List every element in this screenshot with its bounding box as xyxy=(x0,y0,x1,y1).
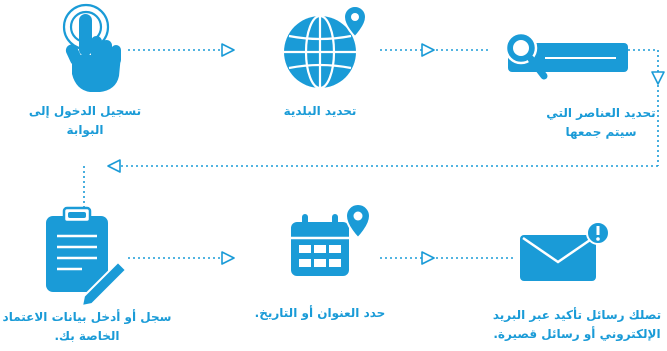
step-label-select-items: تحديد العناصر التي سيتم جمعها xyxy=(546,106,656,139)
step-label-confirmation: تصلك رسائل تأكيد عبر البريد الإلكتروني أ… xyxy=(492,308,662,341)
flow-connectors xyxy=(83,49,659,259)
arrow-right-icon xyxy=(421,251,435,265)
arrow-right-icon xyxy=(221,43,235,57)
magnifier-field-icon xyxy=(504,31,628,80)
step-label-municipality: تحديد البلدية xyxy=(283,104,357,118)
arrow-down-icon xyxy=(651,71,665,85)
flow-arrowheads xyxy=(107,43,665,265)
clipboard-pen-icon xyxy=(46,206,128,308)
arrow-right-icon xyxy=(221,251,235,265)
hand-pointer-icon xyxy=(62,3,121,92)
arrow-left-icon xyxy=(107,159,121,173)
arrow-right-icon xyxy=(421,43,435,57)
step-label-register-credentials: سجل أو أدخل بيانات الاعتماد الخاصة بك. xyxy=(2,310,172,343)
step-label-address-date: حدد العنوان أو التاريخ. xyxy=(254,306,386,320)
envelope-alert-icon xyxy=(520,221,610,281)
step-label-login: تسجيل الدخول إلى البوابة xyxy=(28,104,142,137)
globe-location-icon xyxy=(284,4,368,90)
calendar-location-icon xyxy=(291,202,372,276)
